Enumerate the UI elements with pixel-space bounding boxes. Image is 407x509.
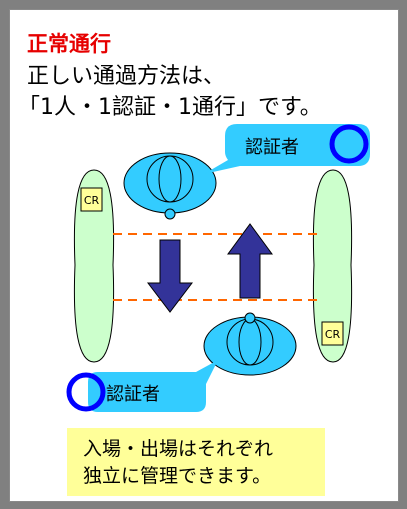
up-arrow bbox=[227, 223, 273, 299]
right-card-reader bbox=[321, 321, 344, 346]
authenticator-ring-bottom bbox=[66, 372, 106, 412]
person-top bbox=[123, 152, 217, 220]
title: 正常通行 bbox=[27, 32, 111, 56]
left-card-reader bbox=[80, 187, 103, 212]
person-bottom bbox=[203, 312, 297, 376]
note-line-1: 入場・出場はそれぞれ bbox=[83, 438, 274, 460]
authenticator-ring-top bbox=[329, 124, 369, 164]
callout-top bbox=[204, 124, 370, 174]
right-gate bbox=[312, 169, 353, 363]
description-line-2: 「1人・1認証・1通行」です。 bbox=[18, 95, 322, 120]
callout-bottom-label: 認証者 bbox=[106, 384, 160, 405]
note-line-2: 独立に管理できます。 bbox=[83, 465, 272, 487]
description-line-1: 正しい通過方法は、 bbox=[27, 64, 226, 89]
callout-bottom bbox=[88, 360, 218, 412]
right-card-reader-label: CR bbox=[325, 328, 341, 341]
left-gate bbox=[73, 169, 115, 363]
left-card-reader-label: CR bbox=[84, 194, 100, 207]
callout-top-label: 認証者 bbox=[245, 137, 299, 158]
note-box: 入場・出場はそれぞれ 独立に管理できます。 bbox=[67, 428, 325, 496]
down-arrow bbox=[146, 239, 194, 313]
